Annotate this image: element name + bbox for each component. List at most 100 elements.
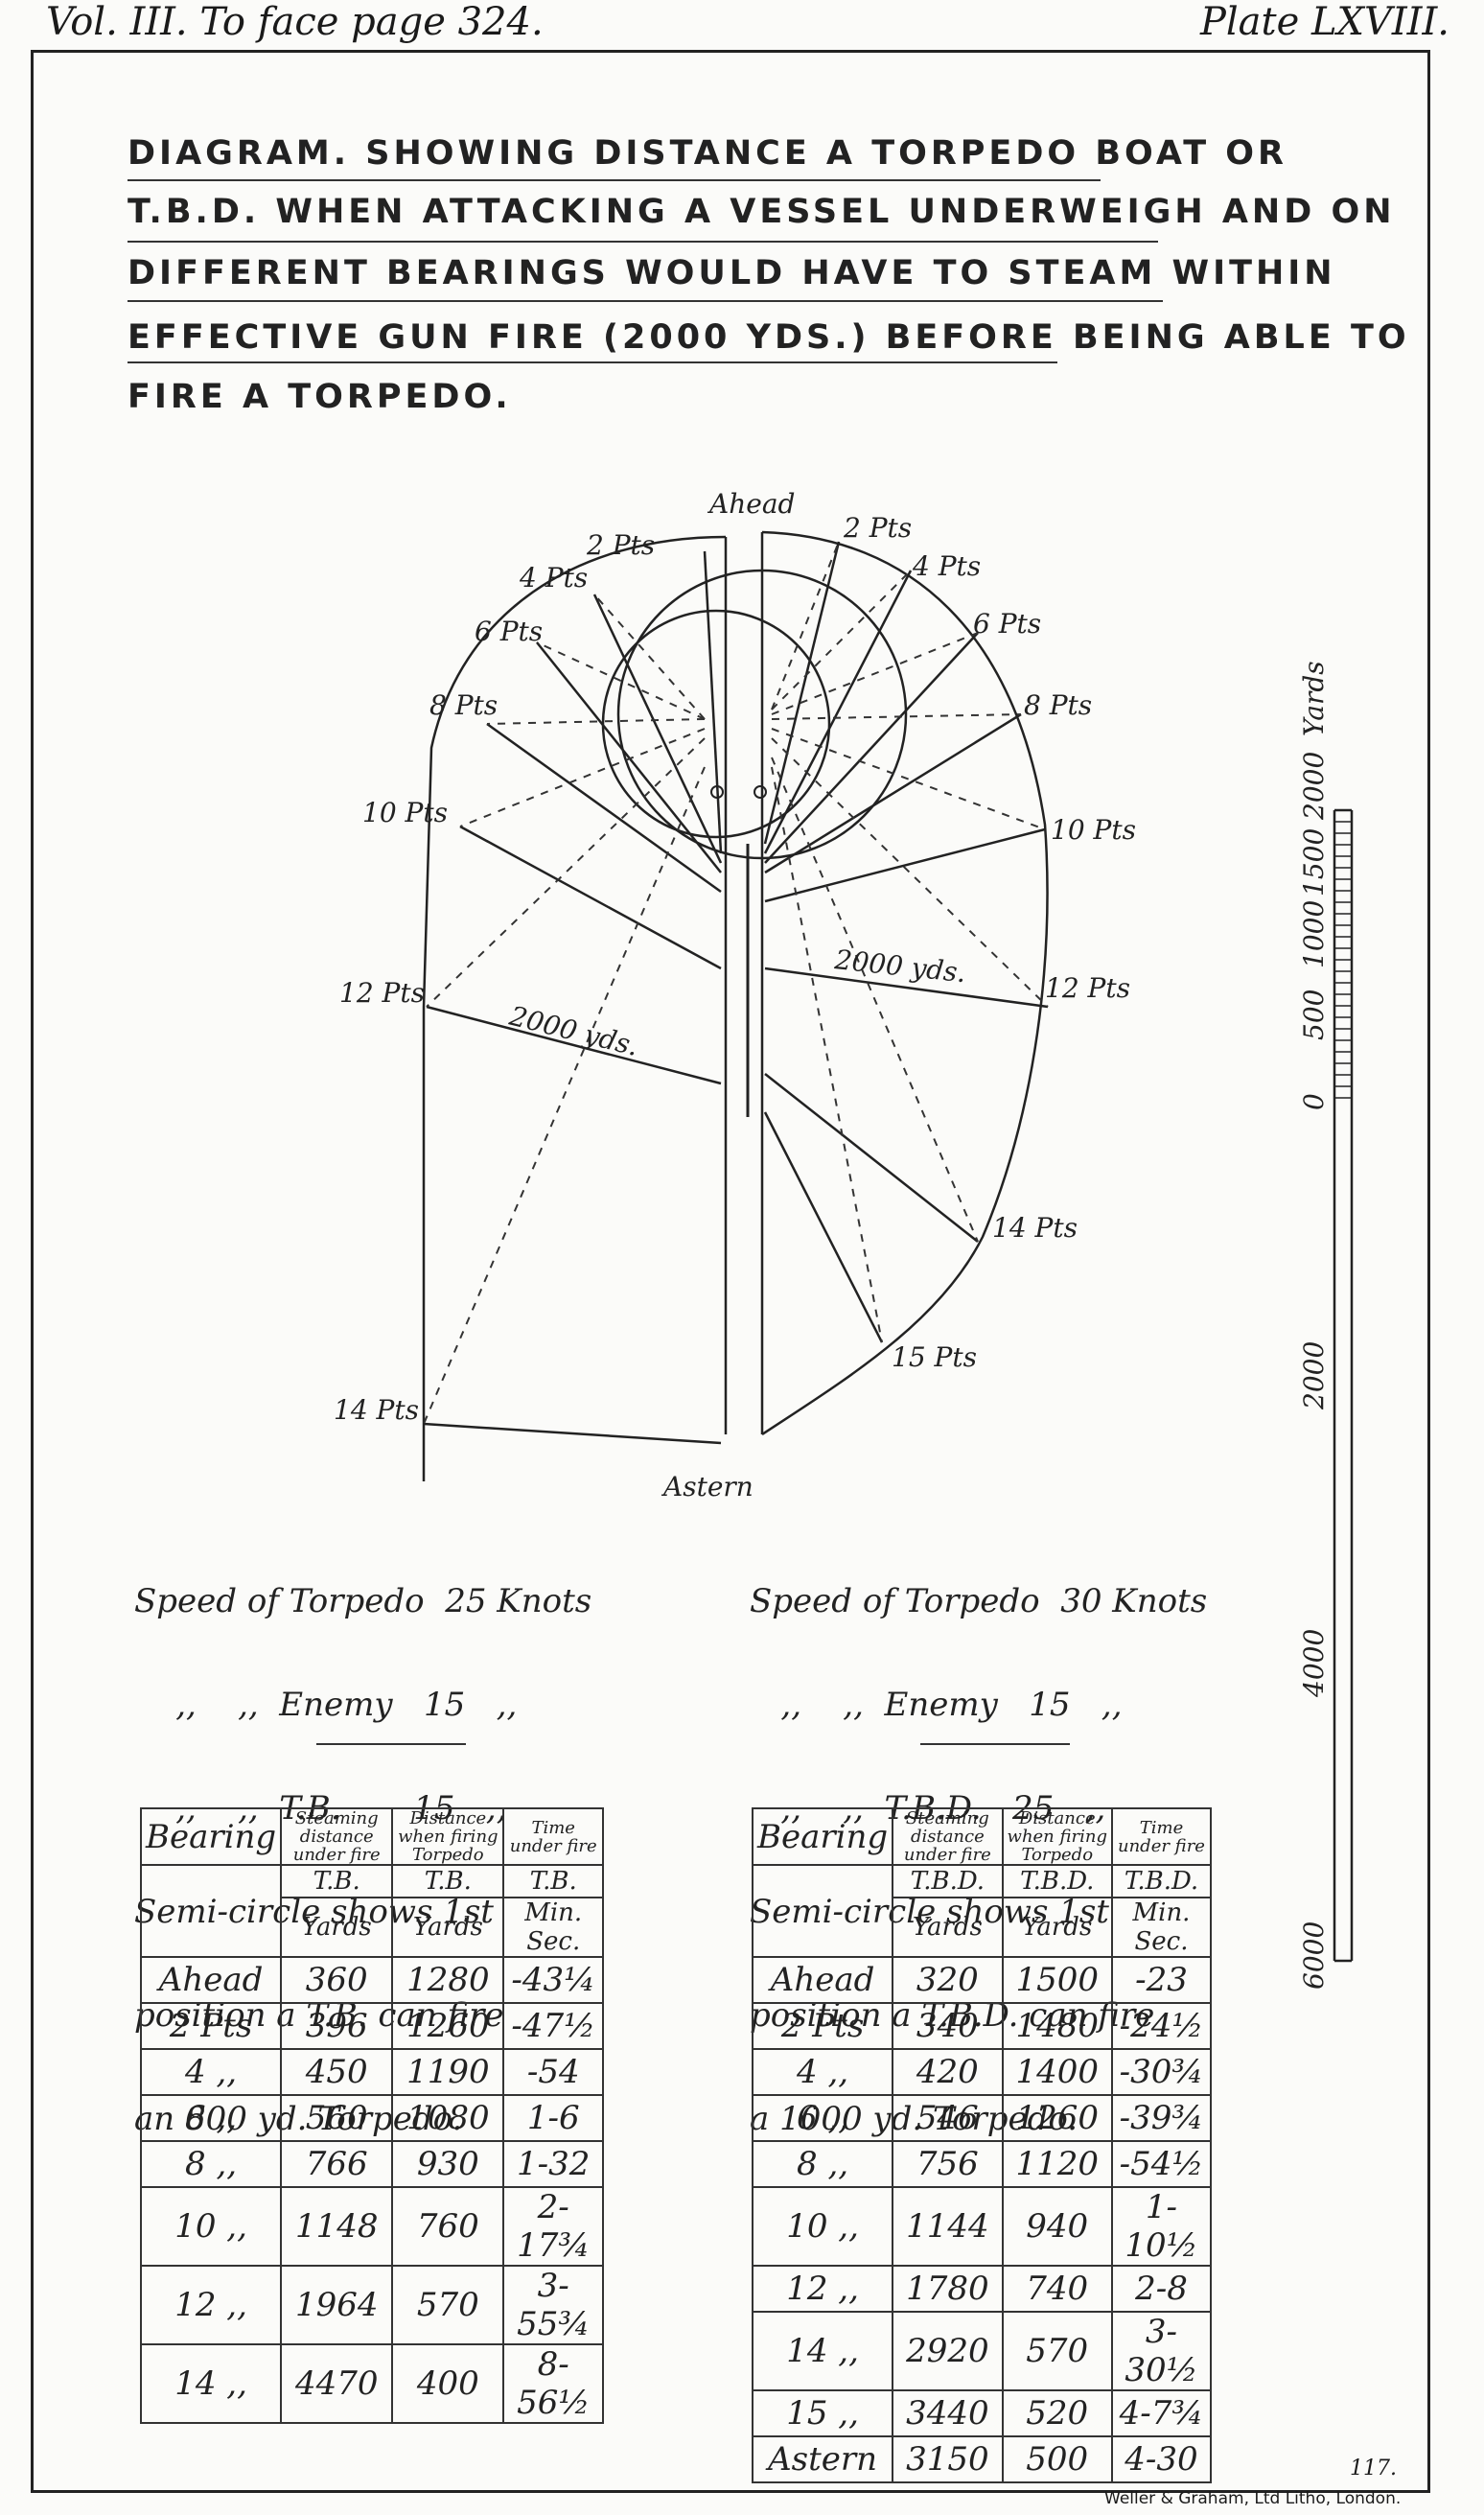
time-cell: 8-56½ xyxy=(502,2343,604,2424)
time-cell: -39¾ xyxy=(1110,2094,1213,2142)
units-blank xyxy=(751,1864,894,1958)
steaming-cell: 3150 xyxy=(892,2435,1004,2483)
units-blank xyxy=(139,1864,283,1958)
distance-cell: 1280 xyxy=(391,1956,505,2004)
scale-tick-2000a: 2000 xyxy=(1298,752,1330,821)
steaming-cell: 766 xyxy=(280,2140,394,2188)
steaming-cell: 420 xyxy=(892,2048,1004,2096)
steaming-cell: 4470 xyxy=(280,2343,394,2424)
title-line-3: DIFFERENT BEARINGS WOULD HAVE TO STEAM W… xyxy=(128,254,1336,292)
distance-cell: 930 xyxy=(391,2140,505,2188)
bearing-cell: 8 ,, xyxy=(139,2140,283,2188)
right-range-label: 2000 yds. xyxy=(832,943,967,989)
distance-cell: 500 xyxy=(1001,2435,1113,2483)
notes-right-rule xyxy=(920,1743,1070,1745)
steaming-cell: 756 xyxy=(892,2140,1004,2188)
title-line-5: FIRE A TORPEDO. xyxy=(128,378,512,416)
right-bearing-10: 10 Pts xyxy=(1051,814,1136,846)
steaming-cell: 360 xyxy=(280,1956,394,2004)
scale-tick-1500: 1500 xyxy=(1298,828,1330,897)
distance-cell: 1120 xyxy=(1001,2140,1113,2188)
bearing-cell: 6 ,, xyxy=(751,2094,894,2142)
steaming-distance-header: Steaming distance under fire xyxy=(280,1807,394,1866)
time-cell: -54½ xyxy=(1110,2140,1213,2188)
steaming-cell: 3440 xyxy=(892,2389,1004,2437)
right-bearing-2: 2 Pts xyxy=(843,512,912,544)
scale-tick-0: 0 xyxy=(1298,1093,1330,1110)
note-left-line-2: ,, ,, Enemy 15 ,, xyxy=(134,1686,518,1724)
title-underline-4 xyxy=(128,361,1057,363)
bearing-cell: Ahead xyxy=(751,1956,894,2004)
title-line-2: T.B.D. WHEN ATTACKING A VESSEL UNDERWEIG… xyxy=(128,193,1396,231)
right-bearing-15: 15 Pts xyxy=(892,1341,977,1373)
unit2-cell: Yards xyxy=(892,1897,1004,1958)
unit2-cell: Min. Sec. xyxy=(1110,1897,1213,1958)
note-right-line-1: Speed of Torpedo 30 Knots xyxy=(750,1582,1208,1620)
bearing-header: Bearing xyxy=(139,1807,283,1866)
bearing-cell: Ahead xyxy=(139,1956,283,2004)
time-cell: -43¼ xyxy=(502,1956,604,2004)
firing-distance-header: Distance when firing Torpedo xyxy=(391,1807,505,1866)
time-cell: 4-7¾ xyxy=(1110,2389,1213,2437)
distance-cell: 570 xyxy=(391,2265,505,2345)
time-cell: 3-55¾ xyxy=(502,2265,604,2345)
scale-tick-6000: 6000 xyxy=(1298,1921,1330,1990)
time-cell: 1-32 xyxy=(502,2140,604,2188)
distance-cell: 1190 xyxy=(391,2048,505,2096)
distance-cell: 520 xyxy=(1001,2389,1113,2437)
table-units-row: T.B.T.B.T.B. xyxy=(139,1864,604,1958)
scale-tick-500: 500 xyxy=(1298,990,1330,1040)
bearing-cell: 12 ,, xyxy=(139,2265,283,2345)
unit2-cell: Yards xyxy=(1001,1897,1113,1958)
time-cell: 1-10½ xyxy=(1110,2186,1213,2267)
steaming-cell: 396 xyxy=(280,2002,394,2050)
unit-cell: T.B. xyxy=(280,1864,394,1898)
unit-cell: T.B.D. xyxy=(892,1864,1004,1898)
distance-cell: 940 xyxy=(1001,2186,1113,2267)
right-bearing-6: 6 Pts xyxy=(973,608,1041,640)
right-bearing-14: 14 Pts xyxy=(992,1212,1078,1244)
plate-border xyxy=(31,50,1430,2493)
steaming-cell: 320 xyxy=(892,1956,1004,2004)
steaming-cell: 560 xyxy=(280,2094,394,2142)
scale-title: Yards xyxy=(1298,661,1330,736)
distance-cell: 570 xyxy=(1001,2311,1113,2391)
unit2-cell: Yards xyxy=(280,1897,394,1958)
bearing-cell: 2 Pts xyxy=(751,2002,894,2050)
title-underline-1 xyxy=(128,179,1101,181)
title-line-1: DIAGRAM. SHOWING DISTANCE A TORPEDO BOAT… xyxy=(128,134,1287,173)
time-cell: 2-17¾ xyxy=(502,2186,604,2267)
left-range-arc xyxy=(422,535,727,1481)
right-bearing-4: 4 Pts xyxy=(912,550,981,582)
scale-tick-4000: 4000 xyxy=(1298,1629,1330,1698)
right-range-arc xyxy=(761,530,1049,1436)
distance-cell: 760 xyxy=(391,2186,505,2267)
time-cell: -30¾ xyxy=(1110,2048,1213,2096)
title-underline-2 xyxy=(128,241,1158,243)
bearing-cell: 12 ,, xyxy=(751,2265,894,2313)
table-units-row: T.B.D.T.B.D.T.B.D. xyxy=(751,1864,1213,1958)
unit-cell: T.B. xyxy=(502,1864,604,1898)
bearing-cell: 14 ,, xyxy=(139,2343,283,2424)
steaming-cell: 546 xyxy=(892,2094,1004,2142)
distance-cell: 1260 xyxy=(391,2002,505,2050)
left-bearing-6: 6 Pts xyxy=(475,616,543,647)
time-cell: -54 xyxy=(502,2048,604,2096)
astern-label: Astern xyxy=(661,1471,754,1502)
note-right-line-2: ,, ,, Enemy 15 ,, xyxy=(750,1686,1123,1724)
steaming-cell: 1780 xyxy=(892,2265,1004,2313)
distance-cell: 400 xyxy=(391,2343,505,2424)
bearing-cell: 15 ,, xyxy=(751,2389,894,2437)
bearing-cell: 10 ,, xyxy=(139,2186,283,2267)
